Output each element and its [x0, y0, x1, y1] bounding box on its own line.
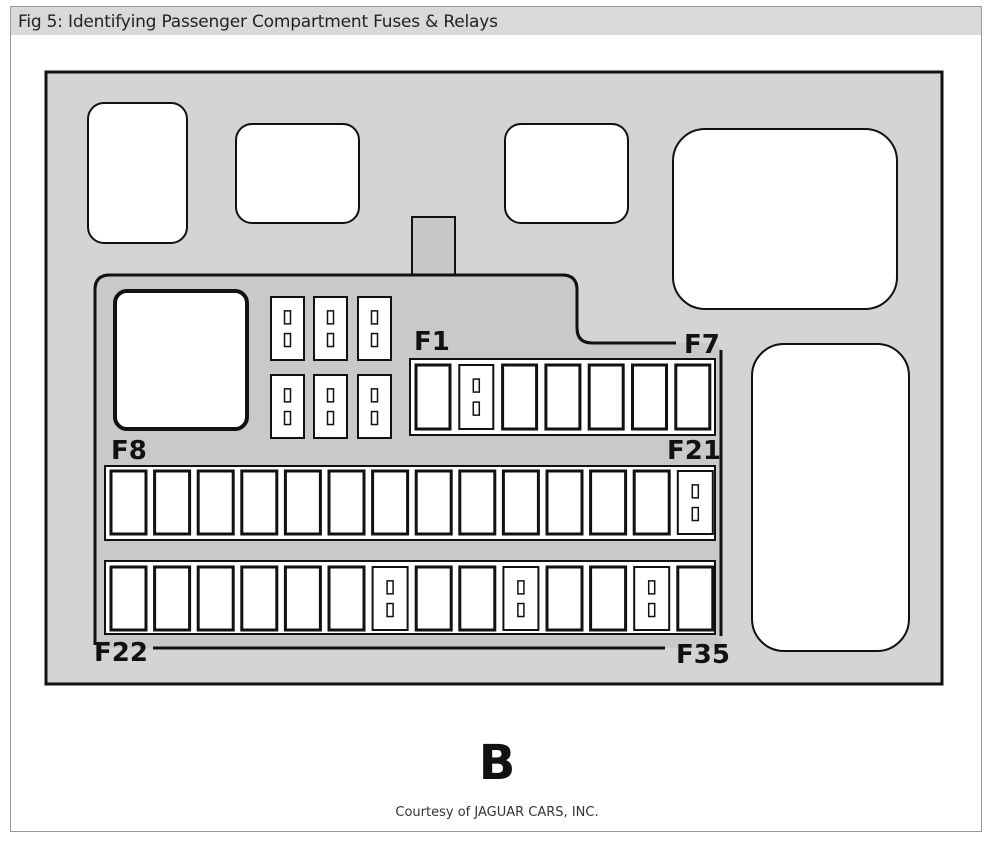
fuse-slot	[589, 565, 628, 632]
opening-top-right	[672, 128, 898, 310]
fuse-slot	[545, 469, 584, 536]
fuse-slot	[327, 469, 366, 536]
large-relay-socket	[113, 289, 249, 431]
fuse-slot	[240, 469, 279, 536]
fuse-pin	[370, 310, 379, 325]
mini-relay	[270, 374, 305, 439]
fuse-slot	[109, 565, 148, 632]
fuse-slot	[153, 469, 192, 536]
fuse-slot	[544, 363, 582, 431]
fuse-slot	[676, 565, 715, 632]
fuse-pin	[647, 602, 656, 618]
fuse-pin	[370, 410, 379, 426]
fuse-pin	[326, 410, 335, 426]
fuse-pin	[326, 332, 335, 348]
fuse-slot	[458, 469, 497, 536]
fuse-slot-installed	[502, 566, 540, 631]
fuse-slot-installed	[633, 566, 671, 631]
fuse-slot	[109, 469, 148, 536]
label-f21: F21	[667, 436, 721, 466]
fuse-slot	[458, 565, 497, 632]
fuse-slot	[153, 565, 192, 632]
label-f1: F1	[414, 327, 450, 357]
fuse-row-bottom	[109, 565, 715, 632]
fuse-slot	[283, 469, 322, 536]
fuse-slot	[589, 469, 628, 536]
fuse-pin	[283, 410, 292, 426]
label-f22: F22	[94, 638, 148, 668]
fuse-slot	[587, 363, 625, 431]
fuse-slot	[196, 469, 235, 536]
connector-tab	[411, 216, 456, 276]
opening-top-center-left	[235, 123, 360, 224]
fuse-pin	[386, 580, 394, 595]
fuse-pin	[283, 332, 292, 348]
view-letter: B	[478, 735, 516, 791]
fuse-pin	[386, 602, 394, 618]
figure-credit: Courtesy of JAGUAR CARS, INC.	[395, 805, 599, 820]
label-f7: F7	[684, 330, 720, 360]
fuse-pin	[472, 378, 481, 393]
mini-relay	[313, 296, 348, 361]
mini-relay	[270, 296, 305, 361]
fuse-slot	[196, 565, 235, 632]
fuse-pin	[370, 388, 379, 403]
fuse-pin	[326, 388, 335, 403]
fuse-slot	[371, 469, 410, 536]
fuse-slot	[414, 363, 452, 431]
opening-right	[751, 343, 910, 652]
fuse-slot	[631, 363, 668, 431]
fuse-slot	[545, 565, 584, 632]
fuse-slot-installed	[458, 364, 495, 430]
fuse-pin	[370, 332, 379, 348]
fuse-slot	[674, 363, 712, 431]
fuse-slot	[327, 565, 366, 632]
fuse-pin	[691, 506, 700, 522]
fuse-slot	[414, 469, 453, 536]
fuse-slot	[501, 469, 540, 536]
fuse-pin	[517, 580, 525, 595]
fuse-slot	[240, 565, 279, 632]
fuse-pin	[326, 310, 335, 325]
figure-caption: Fig 5: Identifying Passenger Compartment…	[18, 12, 498, 32]
mini-relay	[357, 296, 392, 361]
fuse-row-middle	[109, 469, 714, 536]
fuse-pin	[691, 484, 700, 499]
fuse-pin	[283, 388, 292, 403]
fuse-slot-installed	[371, 566, 409, 631]
fuse-pin	[472, 401, 481, 416]
label-f35: F35	[676, 640, 730, 670]
fuse-row-top	[414, 363, 712, 431]
relay-group	[270, 296, 392, 439]
fuse-pin	[517, 602, 525, 618]
fuse-pin	[647, 580, 656, 595]
fuse-slot	[283, 565, 322, 632]
opening-top-left	[87, 102, 188, 244]
label-f8: F8	[111, 436, 147, 466]
fuse-pin	[283, 310, 292, 325]
mini-relay	[357, 374, 392, 439]
fuse-slot	[501, 363, 539, 431]
fuse-slot	[414, 565, 453, 632]
mini-relay	[313, 374, 348, 439]
opening-top-center-right	[504, 123, 629, 224]
caption-bar: Fig 5: Identifying Passenger Compartment…	[11, 7, 981, 35]
fuse-slot-installed	[676, 470, 714, 535]
fuse-slot	[632, 469, 671, 536]
